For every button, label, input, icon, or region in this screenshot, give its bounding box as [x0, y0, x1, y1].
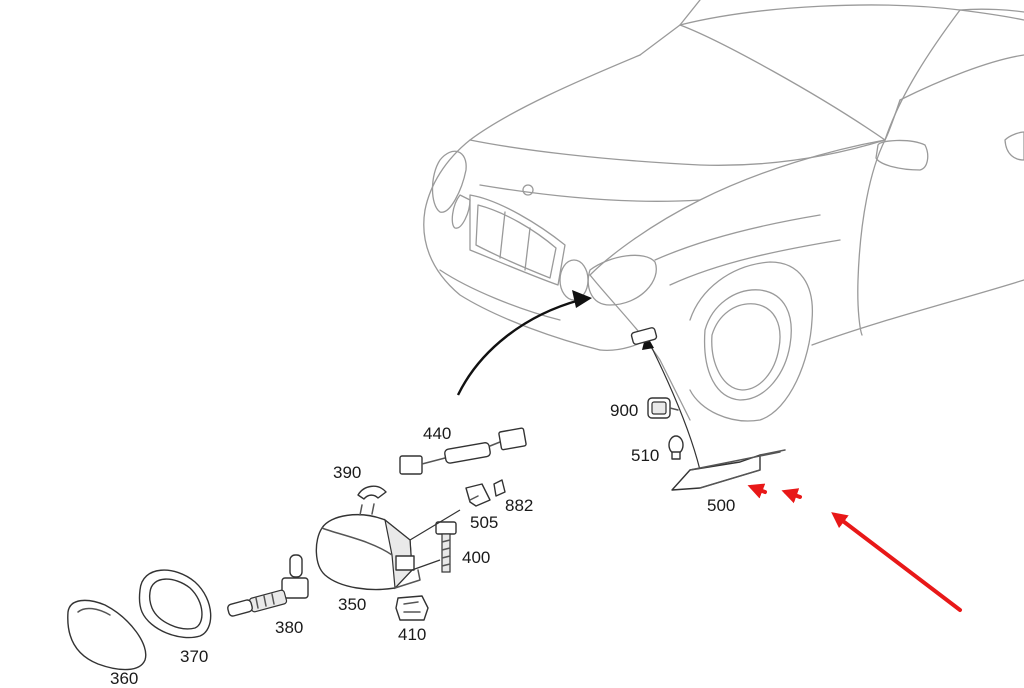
indicator-leader	[630, 327, 701, 471]
bulb-380	[227, 554, 309, 617]
label-505: 505	[470, 513, 499, 532]
side-indicator-500	[671, 449, 786, 491]
location-arrow	[456, 290, 592, 396]
label-350: 350	[338, 595, 367, 614]
label-440: 440	[423, 424, 452, 443]
car-outline	[423, 0, 1024, 422]
bulb-socket-900	[647, 397, 679, 419]
clip-nut-410	[395, 595, 429, 621]
label-360: 360	[110, 669, 139, 688]
highlight-arrows	[747, 483, 962, 612]
screw-882	[493, 479, 506, 497]
foglight-350	[315, 503, 461, 591]
label-390: 390	[333, 463, 362, 482]
label-370: 370	[180, 647, 209, 666]
label-510: 510	[631, 446, 660, 465]
label-380: 380	[275, 618, 304, 637]
label-400: 400	[462, 548, 491, 567]
label-882: 882	[505, 496, 534, 515]
gasket-370	[138, 569, 212, 639]
wiring-harness-440	[399, 427, 527, 475]
label-500: 500	[707, 496, 736, 515]
bolt-400	[435, 521, 457, 573]
lens-360	[67, 599, 147, 671]
bracket-505	[465, 483, 491, 507]
clip-390	[357, 485, 387, 500]
label-410: 410	[398, 625, 427, 644]
bulb-510	[668, 435, 684, 460]
label-900: 900	[610, 401, 639, 420]
